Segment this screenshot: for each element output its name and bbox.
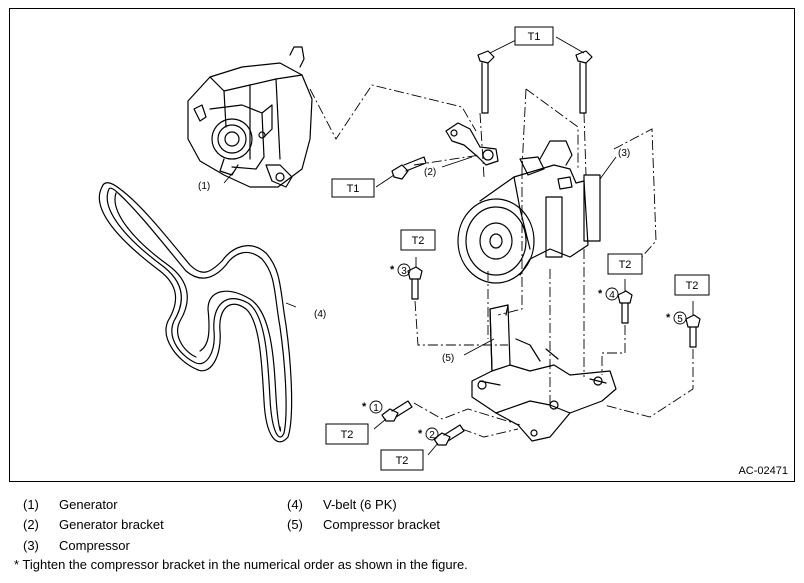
svg-text:*: * [362,401,367,413]
legend-item-label: Generator [59,497,118,512]
torque-labels: T1 T1 T2 T2 T2 T2 T2 [325,26,710,471]
legend-item-generator: (1) Generator [23,496,253,514]
order-mark-3-number: 3 [401,266,407,277]
order-mark-1-number: 1 [373,403,379,414]
legend-item-generator-bracket: (2) Generator bracket [23,516,253,534]
torque-box-t2-bolt5-text: T2 [686,280,699,292]
legend-item-compressor: (3) Compressor [23,537,253,555]
legend-item-number: (4) [287,497,303,512]
order-mark-2: * 2 [418,427,439,441]
callout-generator-bracket: (2) [424,167,436,178]
order-mark-3: * 3 [390,263,411,277]
legend-item-label: Generator bracket [59,517,164,532]
torque-box-t2-bolt1-text: T2 [341,429,354,441]
torque-box-t2-bolt3-text: T2 [412,235,425,247]
torque-box-t1-left: T1 [331,178,375,198]
compressor-bracket-drawing [471,304,617,442]
v-belt-drawing [98,182,293,443]
legend-item-label: Compressor [59,538,130,553]
tightening-order-note: * Tighten the compressor bracket in the … [14,557,468,572]
torque-box-t2-bolt3: T2 [400,229,436,251]
order-mark-1: * 1 [362,400,383,414]
order-mark-4-number: 4 [609,290,615,301]
tightening-order-marks: * 1 * 2 * 3 * 4 * 5 [362,263,687,441]
torque-box-t2-bolt4: T2 [607,253,643,275]
legend-item-v-belt: (4) V-belt (6 PK) [287,496,547,514]
legend-item-number: (2) [23,517,39,532]
diagram-canvas: T1 T1 T2 T2 T2 T2 T2 (1) (2) (3) [98,26,710,471]
torque-box-t2-bolt1: T2 [325,423,369,445]
svg-text:*: * [598,288,603,300]
callout-v-belt: (4) [314,309,326,320]
svg-text:*: * [666,312,671,324]
order-mark-5: * 5 [666,311,687,325]
order-mark-4: * 4 [598,287,619,301]
callout-compressor-bracket: (5) [442,353,454,364]
legend-item-label: V-belt (6 PK) [323,497,397,512]
svg-text:*: * [418,428,423,440]
figure-code: AC-02471 [738,465,788,477]
torque-box-t2-bolt2: T2 [380,449,424,471]
generator-drawing [187,46,313,188]
legend-item-label: Compressor bracket [323,517,441,532]
legend-item-number: (1) [23,497,39,512]
legend-item-number: (5) [287,517,303,532]
alignment-lines [309,84,694,438]
compressor-drawing [457,140,601,284]
leader-lines [223,36,694,456]
torque-box-t1-top-text: T1 [528,31,541,43]
torque-box-t2-bolt5: T2 [674,274,710,296]
exploded-view-figure: T1 T1 T2 T2 T2 T2 T2 (1) (2) (3) [9,8,795,482]
part-callouts: (1) (2) (3) (4) (5) [198,148,630,364]
torque-box-t1-left-text: T1 [347,183,360,195]
torque-box-t1-top: T1 [514,26,554,46]
legend-item-number: (3) [23,538,39,553]
torque-box-t2-bolt4-text: T2 [619,259,632,271]
callout-compressor: (3) [618,148,630,159]
order-mark-5-number: 5 [677,314,683,325]
order-mark-2-number: 2 [429,430,435,441]
legend-item-compressor-bracket: (5) Compressor bracket [287,516,547,534]
svg-text:*: * [390,264,395,276]
callout-generator: (1) [198,181,210,192]
torque-box-t2-bolt2-text: T2 [396,455,409,467]
